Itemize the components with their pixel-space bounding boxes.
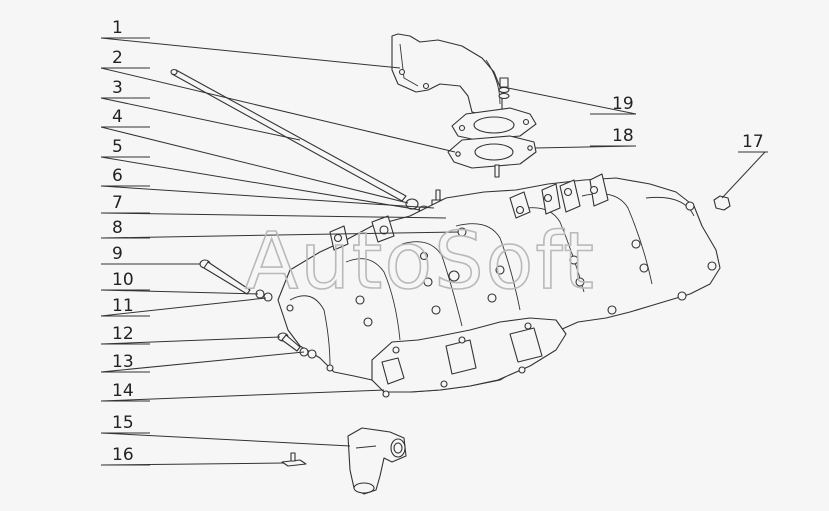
callout-1: 1 [112, 18, 123, 38]
callout-12: 12 [112, 324, 134, 344]
bolt-washer [498, 77, 510, 100]
callout-13: 13 [112, 352, 134, 372]
callout-underlines [101, 37, 768, 466]
short-bolt [277, 332, 301, 352]
long-rod [170, 68, 407, 202]
callout-2: 2 [112, 48, 123, 68]
callout-3: 3 [112, 78, 123, 98]
elbow-pipe [391, 33, 537, 141]
callout-9: 9 [112, 244, 123, 264]
small-fitting [281, 452, 307, 467]
callout-8: 8 [112, 218, 123, 238]
callout-4: 4 [112, 107, 123, 127]
callout-18: 18 [612, 126, 634, 146]
callout-14: 14 [112, 381, 134, 401]
callout-5: 5 [112, 137, 123, 157]
callout-labels: 1 2 3 4 5 6 7 8 9 10 11 12 13 14 15 16 1… [112, 18, 764, 465]
callout-6: 6 [112, 166, 123, 186]
callout-17: 17 [742, 132, 764, 152]
stud [494, 164, 500, 178]
callout-7: 7 [112, 193, 123, 213]
callout-15: 15 [112, 413, 134, 433]
callout-19: 19 [612, 94, 634, 114]
watermark: AutoSoft [245, 217, 596, 307]
long-bolt [199, 259, 251, 295]
callout-10: 10 [112, 270, 134, 290]
nut [713, 195, 731, 211]
washers-upper [255, 289, 273, 302]
callout-16: 16 [112, 445, 134, 465]
elbow-fitting [347, 427, 407, 495]
exhaust-manifold [277, 173, 721, 398]
gasket [447, 135, 537, 169]
callout-11: 11 [112, 296, 134, 316]
